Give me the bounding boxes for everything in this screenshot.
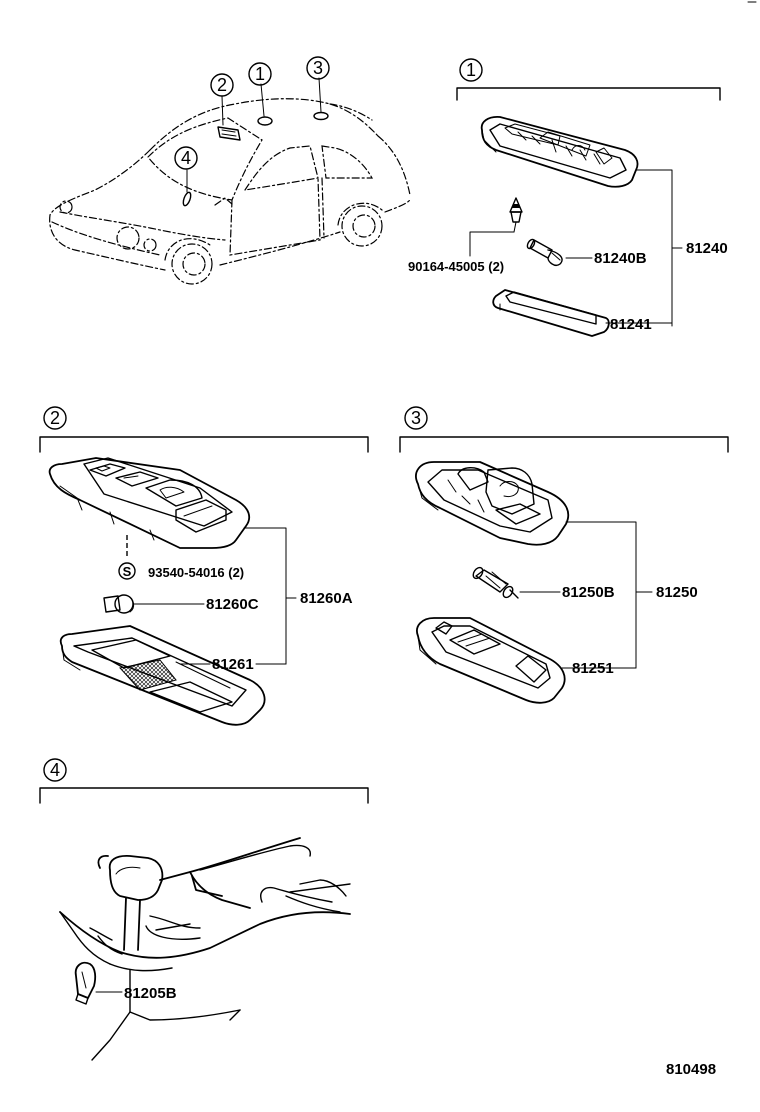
part-81251-lens [416,617,566,704]
callout-2-section: 2 [50,408,60,428]
part-81241-lens [492,289,610,337]
label-81250: 81250 [656,584,698,601]
label-81260A: 81260A [300,590,353,607]
callout-3-car: 3 [313,58,323,78]
label-81260C: 81260C [206,596,259,613]
section-1-bracket [456,87,721,101]
label-81241: 81241 [610,316,652,333]
label-81240: 81240 [686,240,728,257]
section-3-bracket [399,436,729,453]
label-90164-45005: 90164-45005 (2) [408,259,504,274]
part-81240B-bulb [526,238,563,267]
section-4-bracket [39,787,369,804]
car-overview: 2 1 3 4 [49,56,411,285]
part-81260C-bulb [103,594,135,614]
section-2-map-lamp: 2 S 93540-54016 (2) [39,406,369,726]
callout-3-section: 3 [411,408,421,428]
part-81250-housing [415,461,570,546]
section-3-luggage-lamp: 3 [399,406,729,704]
callout-1-car: 1 [255,64,265,84]
section-1-dome-lamp: 1 [408,58,728,337]
label-81251: 81251 [572,660,614,677]
part-81250B-bulb [472,566,519,599]
label-81205B: 81205B [124,985,177,1002]
label-93540-54016: 93540-54016 (2) [148,565,244,580]
part-81261-lens [59,625,266,726]
s-mark: S [123,564,132,579]
part-81260A-housing [48,457,251,549]
callout-4-car: 4 [181,148,191,168]
label-81240B: 81240B [594,250,647,267]
illustration-number: 810498 [666,1061,716,1078]
callout-1-section: 1 [466,60,476,80]
part-81240-housing [480,116,639,188]
console-illustration [59,837,351,1061]
section-4-console-lamp: 4 [39,758,369,1061]
part-81205B-bulb [74,961,97,1005]
section-2-bracket [39,436,369,453]
callout-2-car: 2 [217,75,227,95]
callout-4-section: 4 [50,760,60,780]
part-90164-45005-screw [509,197,523,233]
label-81261: 81261 [212,656,254,673]
label-81250B: 81250B [562,584,615,601]
